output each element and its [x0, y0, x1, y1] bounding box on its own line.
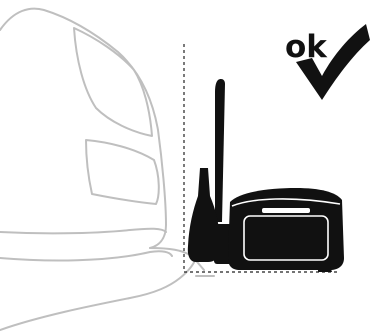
cargo-items [188, 79, 344, 272]
pole-item [215, 79, 225, 222]
car-rear-outline [0, 9, 214, 330]
cooler-item [228, 188, 344, 270]
ok-badge: ok [285, 24, 370, 100]
